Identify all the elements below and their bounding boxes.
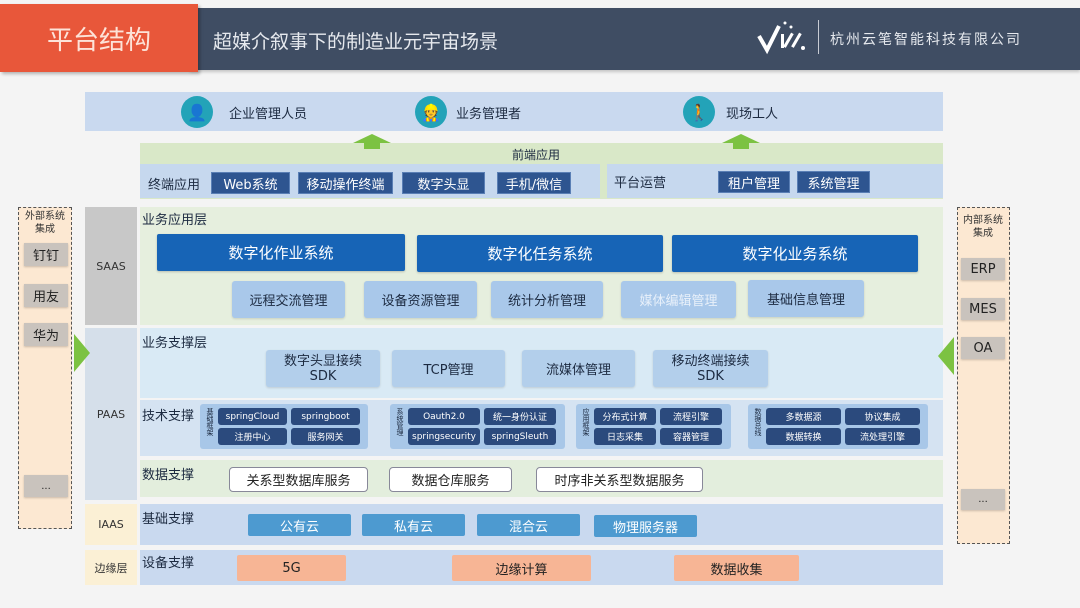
- device-support-title: 设备支撑: [142, 556, 195, 571]
- company-name: 杭州云笔智能科技有限公司: [830, 32, 1022, 48]
- support-box: 数字头显接续 SDK: [266, 350, 380, 387]
- terminal-app-label: 终端应用: [148, 178, 201, 193]
- section-title: 平台结构: [0, 4, 198, 72]
- cloud-box: 私有云: [362, 514, 465, 536]
- tech-group-label: 基础框架: [206, 408, 214, 436]
- manager-icon: 👤: [181, 96, 213, 128]
- layer-iaas: IAAS: [85, 504, 137, 545]
- module-box: 统计分析管理: [491, 281, 603, 318]
- module-box: 基础信息管理: [748, 280, 864, 317]
- data-service-box: 数据仓库服务: [389, 467, 512, 492]
- terminal-item: 移动操作终端: [298, 172, 393, 194]
- page-title: 超媒介叙事下的制造业元宇宙场景: [213, 31, 499, 53]
- layer-edge: 边缘层: [85, 550, 137, 585]
- support-box: 流媒体管理: [522, 350, 635, 387]
- tech-group: 应用框架分布式计算流程引擎日志采集容器管理: [576, 404, 731, 449]
- tech-support-title: 技术支撑: [142, 409, 195, 424]
- internal-title: 内部系统集成: [963, 215, 1003, 239]
- tech-item: 统一身份认证: [484, 408, 556, 425]
- logo-divider: [818, 20, 819, 54]
- business-manager-icon: 👷: [415, 96, 447, 128]
- device-box: 5G: [237, 555, 346, 581]
- tech-item: springCloud: [218, 408, 287, 425]
- internal-item: ERP: [961, 258, 1005, 280]
- terminal-item: Web系统: [211, 172, 290, 194]
- user-label: 企业管理人员: [229, 107, 308, 122]
- cloud-box: 物理服务器: [594, 515, 697, 537]
- business-app-title: 业务应用层: [142, 213, 208, 228]
- tech-item: springsecurity: [408, 428, 480, 445]
- user-label: 业务管理者: [456, 107, 522, 122]
- tech-item: 协议集成: [845, 408, 920, 425]
- cloud-box: 公有云: [248, 514, 351, 536]
- business-support-title: 业务支撑层: [142, 336, 208, 351]
- device-box: 边缘计算: [452, 555, 591, 581]
- tech-group-label: 数据总线: [754, 408, 762, 436]
- device-box: 数据收集: [674, 555, 799, 581]
- platform-item: 租户管理: [718, 171, 790, 193]
- frontend-title: 前端应用: [512, 148, 561, 162]
- tech-item: 日志采集: [594, 428, 656, 445]
- tech-item: 分布式计算: [594, 408, 656, 425]
- tech-item: 容器管理: [660, 428, 722, 445]
- system-box: 数字化业务系统: [672, 235, 918, 272]
- tech-item: Oauth2.0: [408, 408, 480, 425]
- arrow-left-icon: [938, 337, 954, 375]
- worker-icon: 🚶: [683, 96, 715, 128]
- layer-paas: PAAS: [85, 328, 137, 500]
- external-item: ...: [24, 475, 68, 497]
- arrow-up-icon: [353, 134, 391, 149]
- internal-item: OA: [961, 337, 1005, 359]
- tech-item: springSleuth: [484, 428, 556, 445]
- support-box: 移动终端接续 SDK: [653, 350, 768, 387]
- user-label: 现场工人: [726, 107, 779, 122]
- terminal-item: 数字头显: [402, 172, 485, 194]
- internal-item: ...: [961, 489, 1005, 510]
- internal-item: MES: [961, 298, 1005, 320]
- module-box: 设备资源管理: [364, 281, 477, 318]
- module-box: 远程交流管理: [232, 281, 345, 318]
- tech-item: 流程引擎: [660, 408, 722, 425]
- external-item: 用友: [24, 284, 68, 307]
- data-service-box: 时序非关系型数据服务: [536, 467, 703, 492]
- platform-item: 系统管理: [797, 171, 870, 193]
- tech-group: 数据总线多数据源协议集成数据转换流处理引擎: [748, 404, 928, 449]
- external-item: 钉钉: [24, 243, 68, 266]
- tech-item: 多数据源: [766, 408, 841, 425]
- system-box: 数字化作业系统: [157, 234, 405, 271]
- users-row: [85, 92, 943, 131]
- tech-item: springboot: [291, 408, 360, 425]
- system-box: 数字化任务系统: [417, 235, 663, 272]
- header-bar: [190, 8, 1080, 70]
- support-box: TCP管理: [392, 350, 505, 387]
- layer-saas: SAAS: [85, 207, 137, 325]
- arrow-right-icon: [74, 334, 90, 372]
- data-service-box: 关系型数据库服务: [229, 467, 368, 492]
- tech-item: 服务网关: [291, 428, 360, 445]
- module-box: 媒体编辑管理: [621, 281, 736, 318]
- company-logo: [755, 18, 810, 56]
- platform-ops-label: 平台运营: [614, 176, 667, 191]
- tech-group-label: 系统管理: [396, 408, 404, 436]
- infra-support-title: 基础支撑: [142, 512, 195, 527]
- external-title: 外部系统集成: [25, 211, 65, 235]
- terminal-item: 手机/微信: [497, 172, 571, 194]
- tech-item: 数据转换: [766, 428, 841, 445]
- external-item: 华为: [24, 323, 68, 346]
- data-support-title: 数据支撑: [142, 468, 195, 483]
- tech-item: 流处理引擎: [845, 428, 920, 445]
- tech-group-label: 应用框架: [582, 408, 590, 436]
- tech-item: 注册中心: [218, 428, 287, 445]
- arrow-up-icon: [722, 134, 760, 149]
- cloud-box: 混合云: [477, 514, 580, 536]
